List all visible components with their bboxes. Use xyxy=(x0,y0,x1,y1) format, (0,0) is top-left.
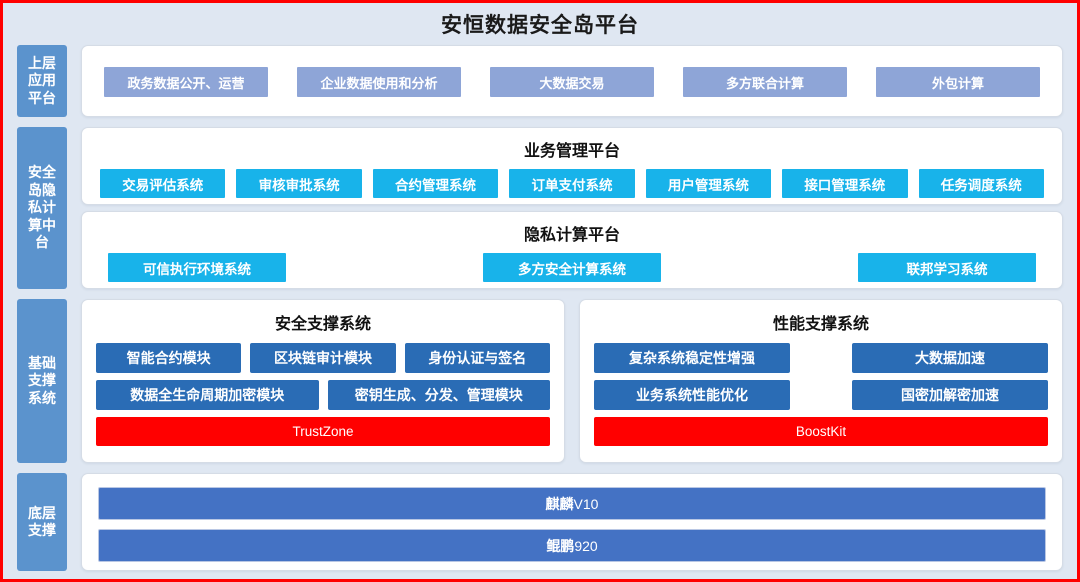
biz-item-1[interactable]: 审核审批系统 xyxy=(236,169,362,198)
performance-support-row-2: 业务系统性能优化 国密加解密加速 xyxy=(594,380,1048,410)
biz-item-5[interactable]: 接口管理系统 xyxy=(782,169,908,198)
perf-item-3[interactable]: 国密加解密加速 xyxy=(852,380,1048,410)
sidebar-label-base[interactable]: 底层支撑 xyxy=(17,473,67,571)
sec-item-3[interactable]: 数据全生命周期加密模块 xyxy=(96,380,319,410)
infrastructure-panels: 安全支撑系统 智能合约模块 区块链审计模块 身份认证与签名 数据全生命周期加密模… xyxy=(81,299,1063,463)
biz-item-4[interactable]: 用户管理系统 xyxy=(645,169,772,198)
biz-item-3[interactable]: 订单支付系统 xyxy=(509,169,635,198)
performance-support-row-1: 复杂系统稳定性增强 大数据加速 xyxy=(594,343,1048,373)
perf-item-0[interactable]: 复杂系统稳定性增强 xyxy=(594,343,790,373)
page-title: 安恒数据安全岛平台 xyxy=(441,14,639,37)
base-item-0-label: 麒麟 xyxy=(545,495,574,512)
perf-item-2[interactable]: 业务系统性能优化 xyxy=(594,380,790,410)
app-item-3[interactable]: 多方联合计算 xyxy=(683,67,847,97)
privacy-platform-title: 隐私计算平台 xyxy=(523,227,620,244)
performance-support-panel: 性能支撑系统 复杂系统稳定性增强 大数据加速 业务系统性能优化 国密加解密加速 … xyxy=(579,299,1063,463)
privacy-item-2[interactable]: 联邦学习系统 xyxy=(858,253,1036,282)
privacy-platform-items: 可信执行环境系统 多方安全计算系统 联邦学习系统 xyxy=(108,253,1036,282)
privacy-platform-panel: 隐私计算平台 可信执行环境系统 多方安全计算系统 联邦学习系统 xyxy=(81,211,1063,289)
base-item-1[interactable]: 鲲鹏 920 xyxy=(98,529,1046,562)
app-item-1[interactable]: 企业数据使用和分析 xyxy=(297,67,461,97)
biz-item-6[interactable]: 任务调度系统 xyxy=(918,169,1044,198)
base-item-1-label: 鲲鹏 xyxy=(546,537,575,554)
perf-item-1[interactable]: 大数据加速 xyxy=(852,343,1048,373)
performance-support-title: 性能支撑系统 xyxy=(772,316,869,333)
app-item-4[interactable]: 外包计算 xyxy=(876,67,1040,97)
security-support-title: 安全支撑系统 xyxy=(274,316,371,333)
privacy-item-0[interactable]: 可信执行环境系统 xyxy=(108,253,286,282)
sidebar-label-infrastructure[interactable]: 基础支撑系统 xyxy=(17,299,67,463)
sidebar-label-application[interactable]: 上层应用平台 xyxy=(17,45,67,117)
business-platform-title: 业务管理平台 xyxy=(523,143,620,160)
application-items: 政务数据公开、运营 企业数据使用和分析 大数据交易 多方联合计算 外包计算 xyxy=(104,67,1040,97)
layer-infrastructure: 基础支撑系统 安全支撑系统 智能合约模块 区块链审计模块 身份认证与签名 数据全… xyxy=(17,299,1063,463)
business-platform-items: 交易评估系统 审核审批系统 合约管理系统 订单支付系统 用户管理系统 接口管理系… xyxy=(100,169,1044,198)
middle-panel-stack: 业务管理平台 交易评估系统 审核审批系统 合约管理系统 订单支付系统 用户管理系… xyxy=(81,127,1063,289)
security-support-panel: 安全支撑系统 智能合约模块 区块链审计模块 身份认证与签名 数据全生命周期加密模… xyxy=(81,299,565,463)
biz-item-2[interactable]: 合约管理系统 xyxy=(372,169,499,198)
security-support-row-1: 智能合约模块 区块链审计模块 身份认证与签名 xyxy=(96,343,550,373)
sec-item-4[interactable]: 密钥生成、分发、管理模块 xyxy=(327,380,550,410)
application-panel: 政务数据公开、运营 企业数据使用和分析 大数据交易 多方联合计算 外包计算 xyxy=(81,45,1063,117)
privacy-item-1[interactable]: 多方安全计算系统 xyxy=(483,253,661,282)
app-item-0[interactable]: 政务数据公开、运营 xyxy=(104,67,268,97)
layer-application: 上层应用平台 政务数据公开、运营 企业数据使用和分析 大数据交易 多方联合计算 … xyxy=(17,45,1063,117)
security-support-rows: 智能合约模块 区块链审计模块 身份认证与签名 数据全生命周期加密模块 密钥生成、… xyxy=(96,343,550,446)
base-item-0-model: V10 xyxy=(573,495,599,512)
base-item-1-model: 920 xyxy=(574,537,598,554)
boostkit-bar[interactable]: BoostKit xyxy=(594,417,1048,446)
sec-item-0[interactable]: 智能合约模块 xyxy=(96,343,242,373)
sec-item-1[interactable]: 区块链审计模块 xyxy=(250,343,396,373)
performance-support-rows: 复杂系统稳定性增强 大数据加速 业务系统性能优化 国密加解密加速 BoostKi… xyxy=(594,343,1048,446)
layer-middle: 安全岛隐私计算中台 业务管理平台 交易评估系统 审核审批系统 合约管理系统 订单… xyxy=(17,127,1063,289)
trustzone-bar[interactable]: TrustZone xyxy=(96,417,550,446)
app-item-2[interactable]: 大数据交易 xyxy=(490,67,654,97)
sidebar-label-middle[interactable]: 安全岛隐私计算中台 xyxy=(17,127,67,289)
business-platform-panel: 业务管理平台 交易评估系统 审核审批系统 合约管理系统 订单支付系统 用户管理系… xyxy=(81,127,1063,205)
biz-item-0[interactable]: 交易评估系统 xyxy=(100,169,226,198)
security-support-row-2: 数据全生命周期加密模块 密钥生成、分发、管理模块 xyxy=(96,380,550,410)
sec-item-2[interactable]: 身份认证与签名 xyxy=(404,343,550,373)
